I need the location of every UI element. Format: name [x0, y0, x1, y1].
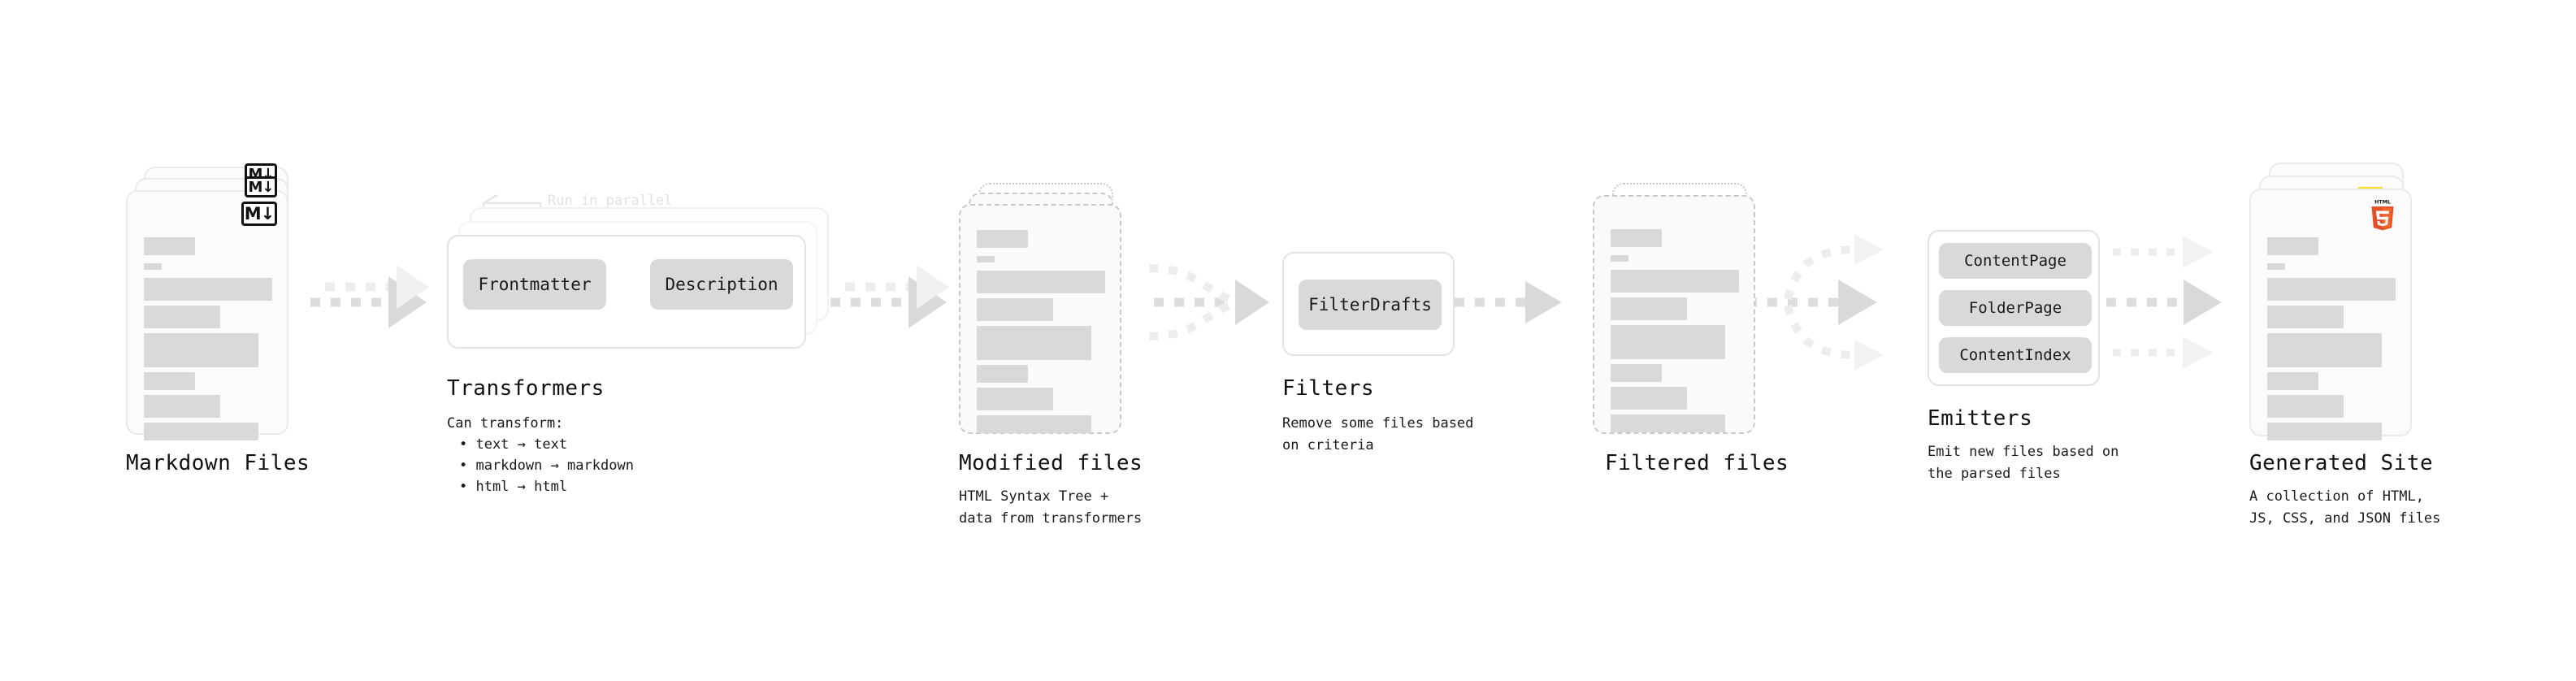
site-doc-stack: CSS HTML: [2249, 163, 2428, 440]
markdown-icon-label: M↓: [244, 204, 275, 223]
doc-bar: [2267, 395, 2344, 418]
doc-bar: [977, 256, 995, 262]
emitters-subtitle: Emit new files based on the parsed files: [1928, 444, 2119, 483]
doc-bar: [2267, 333, 2382, 367]
arrow-filters-to-filtered: [1455, 281, 1562, 323]
doc-bar: [1611, 414, 1725, 432]
doc-bar: [2267, 306, 2344, 328]
markdown-icon-mid: M↓: [245, 176, 277, 197]
doc-bar: [144, 278, 272, 301]
site-doc-front: HTML: [2249, 189, 2412, 440]
transformer-chip-description[interactable]: Description: [650, 259, 793, 310]
doc-bar: [144, 423, 258, 440]
filtered-doc-front: [1593, 195, 1755, 434]
doc-bar: [144, 263, 162, 270]
doc-bar: [144, 333, 258, 367]
doc-bar: [1611, 297, 1687, 320]
run-in-parallel-note: Run in parallel: [548, 193, 673, 209]
modified-doc-stack: [959, 183, 1138, 435]
stage-title-transformers: Transformers: [447, 376, 605, 401]
modified-files-subtitle: HTML Syntax Tree + data from transformer…: [959, 488, 1143, 527]
arrow-emitters-to-site: [2106, 236, 2222, 369]
doc-bar: [1611, 387, 1687, 410]
transformer-chip-frontmatter[interactable]: Frontmatter: [463, 259, 606, 310]
modified-doc-front: [959, 204, 1121, 434]
doc-bar: [977, 415, 1091, 433]
stage-title-generated-site: Generated Site: [2249, 451, 2434, 475]
stage-filters: FilterDrafts: [1282, 252, 1455, 356]
stage-filtered-files: [1593, 183, 1772, 435]
doc-bar: [144, 395, 220, 418]
filtered-doc-stack: [1593, 183, 1772, 435]
markdown-doc-stack: M↓ M↓ M↓: [126, 163, 305, 440]
emitter-chip-contentindex[interactable]: ContentIndex: [1939, 337, 2092, 373]
markdown-icon: M↓: [241, 202, 277, 226]
doc-bar: [1611, 270, 1739, 293]
transformers-list-item-1: • text → text: [459, 436, 568, 453]
doc-bar: [977, 388, 1053, 410]
stage-transformers: Frontmatter Description: [447, 207, 829, 354]
emitter-chip-contentpage[interactable]: ContentPage: [1939, 243, 2092, 279]
stage-emitters: ContentPage FolderPage ContentIndex: [1928, 230, 2100, 386]
arrow-transformers-to-modified: [830, 265, 949, 328]
doc-bar: [2267, 278, 2396, 301]
doc-bar: [144, 372, 195, 390]
arrow-markdown-to-transformers: [310, 265, 429, 328]
doc-bar: [1611, 255, 1628, 262]
emitter-chip-folderpage[interactable]: FolderPage: [1939, 290, 2092, 326]
doc-bar: [144, 237, 195, 255]
stage-title-emitters: Emitters: [1928, 406, 2033, 431]
transformers-list-item-2: • markdown → markdown: [459, 458, 634, 474]
arrow-modified-to-filters: [1148, 264, 1269, 340]
markdown-doc-front: M↓: [126, 190, 288, 440]
filters-box[interactable]: FilterDrafts: [1282, 252, 1455, 356]
stage-title-filtered-files: Filtered files: [1605, 451, 1789, 475]
doc-bar: [2267, 423, 2382, 440]
doc-bar: [1611, 325, 1725, 359]
stage-markdown-files: M↓ M↓ M↓: [126, 163, 305, 440]
stage-generated-site: CSS HTML: [2249, 163, 2428, 440]
svg-text:HTML: HTML: [2374, 200, 2391, 206]
doc-bar: [2267, 237, 2318, 255]
doc-bar: [977, 326, 1091, 360]
doc-bar: [977, 271, 1105, 293]
doc-bar: [2267, 263, 2285, 270]
doc-bar: [144, 306, 220, 328]
doc-bar: [1611, 229, 1662, 247]
doc-bar: [977, 230, 1028, 248]
stage-title-filters: Filters: [1282, 376, 1375, 401]
stage-modified-files: [959, 183, 1138, 435]
transformers-subtitle: Can transform:: [447, 415, 564, 432]
doc-bar: [1611, 364, 1662, 382]
doc-bar: [2267, 372, 2318, 390]
filters-subtitle: Remove some files based on criteria: [1282, 415, 1474, 454]
html5-icon: HTML: [2368, 197, 2397, 232]
generated-site-subtitle: A collection of HTML, JS, CSS, and JSON …: [2249, 488, 2441, 527]
stage-title-modified-files: Modified files: [959, 451, 1143, 475]
emitters-box[interactable]: ContentPage FolderPage ContentIndex: [1928, 230, 2100, 386]
filter-chip-filterdrafts[interactable]: FilterDrafts: [1299, 280, 1442, 330]
stage-title-markdown-files: Markdown Files: [126, 451, 310, 475]
transformers-list-item-3: • html → html: [459, 479, 568, 495]
doc-bar: [977, 298, 1053, 321]
transformer-box-front[interactable]: Frontmatter Description: [447, 235, 806, 349]
markdown-icon-label: M↓: [248, 178, 275, 196]
doc-bar: [977, 365, 1028, 383]
